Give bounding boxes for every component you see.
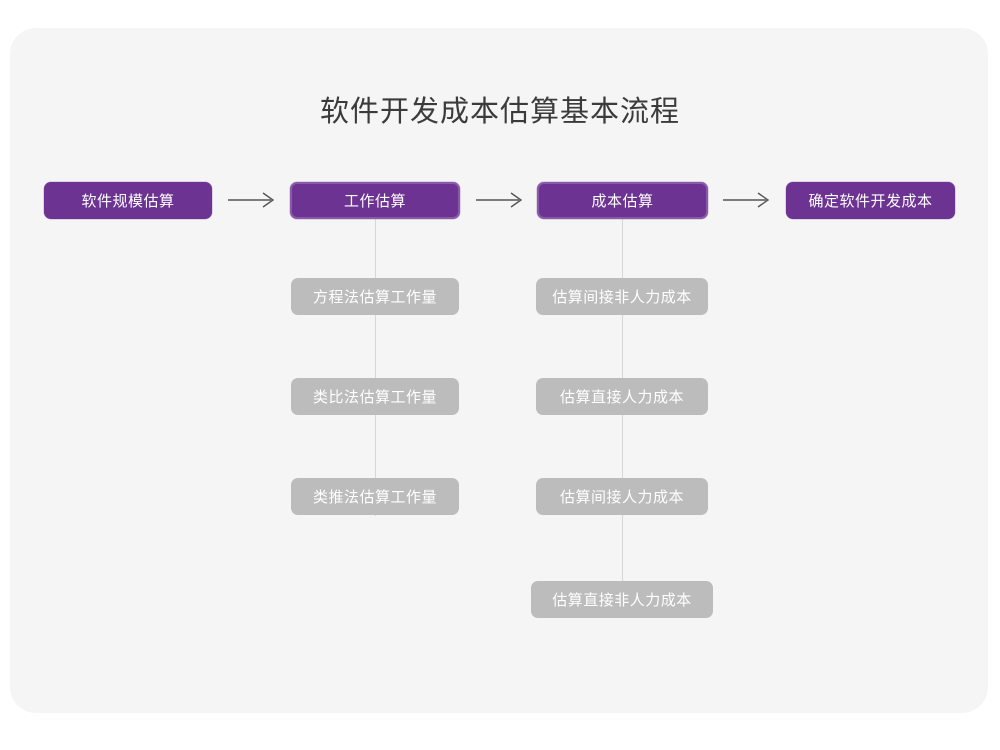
connector-line-cost bbox=[622, 218, 623, 618]
flow-node-step-4[interactable]: 确定软件开发成本 bbox=[786, 182, 955, 219]
flow-node-step-2[interactable]: 工作估算 bbox=[290, 182, 460, 219]
diagram-card bbox=[10, 28, 988, 713]
flow-node-step-1[interactable]: 软件规模估算 bbox=[44, 182, 212, 219]
page-title: 软件开发成本估算基本流程 bbox=[319, 96, 680, 128]
connector-line-work bbox=[375, 218, 376, 516]
branch-node-cost-3[interactable]: 估算间接人力成本 bbox=[536, 478, 708, 515]
branch-node-cost-4[interactable]: 估算直接非人力成本 bbox=[531, 581, 713, 618]
branch-node-work-1[interactable]: 方程法估算工作量 bbox=[291, 278, 459, 315]
arrow-step2-to-step3 bbox=[476, 190, 526, 210]
branch-node-cost-1[interactable]: 估算间接非人力成本 bbox=[536, 278, 708, 315]
branch-node-work-2[interactable]: 类比法估算工作量 bbox=[291, 378, 459, 415]
branch-node-work-3[interactable]: 类推法估算工作量 bbox=[291, 478, 459, 515]
branch-node-cost-2[interactable]: 估算直接人力成本 bbox=[536, 378, 708, 415]
flow-node-step-3[interactable]: 成本估算 bbox=[537, 182, 708, 219]
arrow-step1-to-step2 bbox=[228, 190, 278, 210]
arrow-step3-to-step4 bbox=[723, 190, 773, 210]
